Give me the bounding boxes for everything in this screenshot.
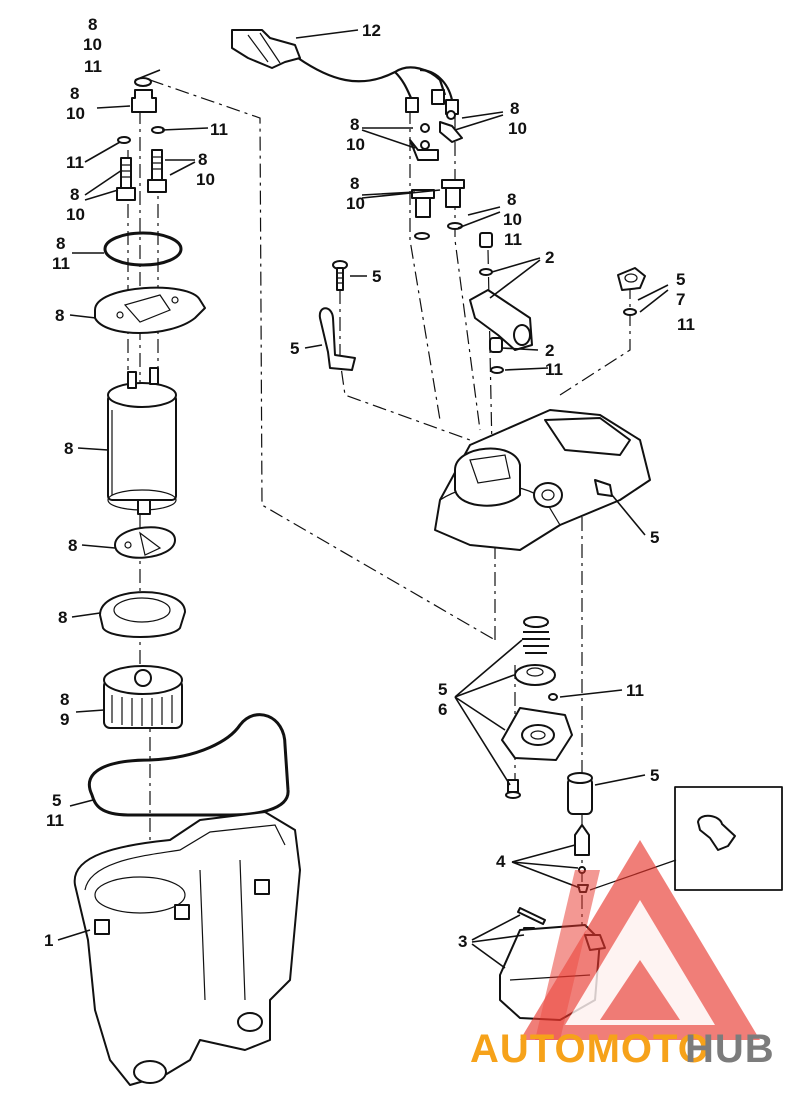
bracket [318,307,356,371]
callout-8: 8 [350,174,359,193]
callout-8: 8 [68,536,77,555]
float-cylinder [567,772,593,815]
large-o-ring [103,231,183,267]
callout-10: 10 [346,135,365,154]
callout-10: 10 [83,35,102,54]
callout-10: 10 [346,194,365,213]
callout-5: 5 [650,528,659,547]
sender-left [411,189,435,240]
terminal-stud-left [116,157,136,201]
wiring-harness [231,29,463,161]
o-ring-left [117,136,131,144]
callout-8: 8 [507,190,516,209]
cover-housing [434,409,651,551]
callout-8: 8 [88,15,97,34]
fuel-pump-motor [107,367,177,515]
callout-8: 8 [55,306,64,325]
o-ring-plug [490,366,504,374]
pump-clip [114,526,176,559]
callout-11: 11 [46,811,64,830]
callout-8: 8 [198,150,207,169]
fitting-top [131,89,157,113]
callout-8: 8 [60,690,69,709]
harness-term-2 [431,89,445,105]
fuel-filter [103,665,183,729]
harness-lug-left [409,139,439,161]
cap-screw [617,267,646,316]
callout-8: 8 [510,99,519,118]
callout-5: 5 [372,267,381,286]
callout-11: 11 [84,57,102,76]
small-o-ring [548,693,558,701]
automotohub-watermark: AUTOMOTO HUB [470,840,775,1071]
callout-3: 3 [458,932,467,951]
o-ring-top [134,77,152,87]
sender-terminals [411,179,465,240]
callout-2: 2 [545,341,554,360]
callout-11: 11 [52,254,70,273]
sender-right [441,179,465,230]
callout-8: 8 [58,608,67,627]
tank-gasket [88,713,290,817]
callout-numbers: 12 8 10 11 8 10 11 11 8 10 8 10 8 11 8 8… [44,15,695,951]
leader-lines [57,29,669,969]
callout-11: 11 [66,153,84,172]
callout-10: 10 [66,104,85,123]
fuel-pump-assembly [73,77,301,1086]
callout-10: 10 [66,205,85,224]
callout-11: 11 [545,360,563,379]
screw [332,260,348,291]
callout-1: 1 [44,931,53,950]
callout-11: 11 [210,120,228,139]
elbow-fitting [469,232,533,353]
harness-term-1 [405,97,419,113]
callout-8: 8 [70,84,79,103]
watermark-logo [520,840,760,1040]
watermark-brand-a: AUTOMOTO [470,1027,710,1071]
top-cover-parts [318,232,646,374]
callout-7: 7 [676,290,685,309]
callout-5: 5 [650,766,659,785]
callout-4: 4 [496,852,506,871]
callout-10: 10 [196,170,215,189]
callout-11: 11 [504,230,522,249]
valve-disc [514,664,556,686]
callout-8: 8 [64,439,73,458]
mounting-plate [94,286,206,334]
callout-8: 8 [350,115,359,134]
fuel-tank-housing [73,811,301,1086]
callout-11: 11 [677,315,695,334]
terminal-stud-right [147,149,167,193]
harness-lug-right [439,121,463,143]
callout-8: 8 [70,185,79,204]
harness-connector [231,29,301,69]
callout-8: 8 [56,234,65,253]
callout-2: 2 [545,248,554,267]
valve-seat [501,707,573,761]
callout-5: 5 [52,791,61,810]
small-screw [505,779,521,799]
pump-retainer [99,591,186,638]
callout-5: 5 [676,270,685,289]
callout-6: 6 [438,700,447,719]
watermark-brand-b: HUB [685,1027,775,1071]
callout-12: 12 [362,21,381,40]
spring [522,616,550,654]
callout-5: 5 [438,680,447,699]
callout-5: 5 [290,339,299,358]
callout-9: 9 [60,710,69,729]
callout-10: 10 [508,119,527,138]
callout-10: 10 [503,210,522,229]
callout-11: 11 [626,681,644,700]
inset-detail-box [589,786,783,891]
